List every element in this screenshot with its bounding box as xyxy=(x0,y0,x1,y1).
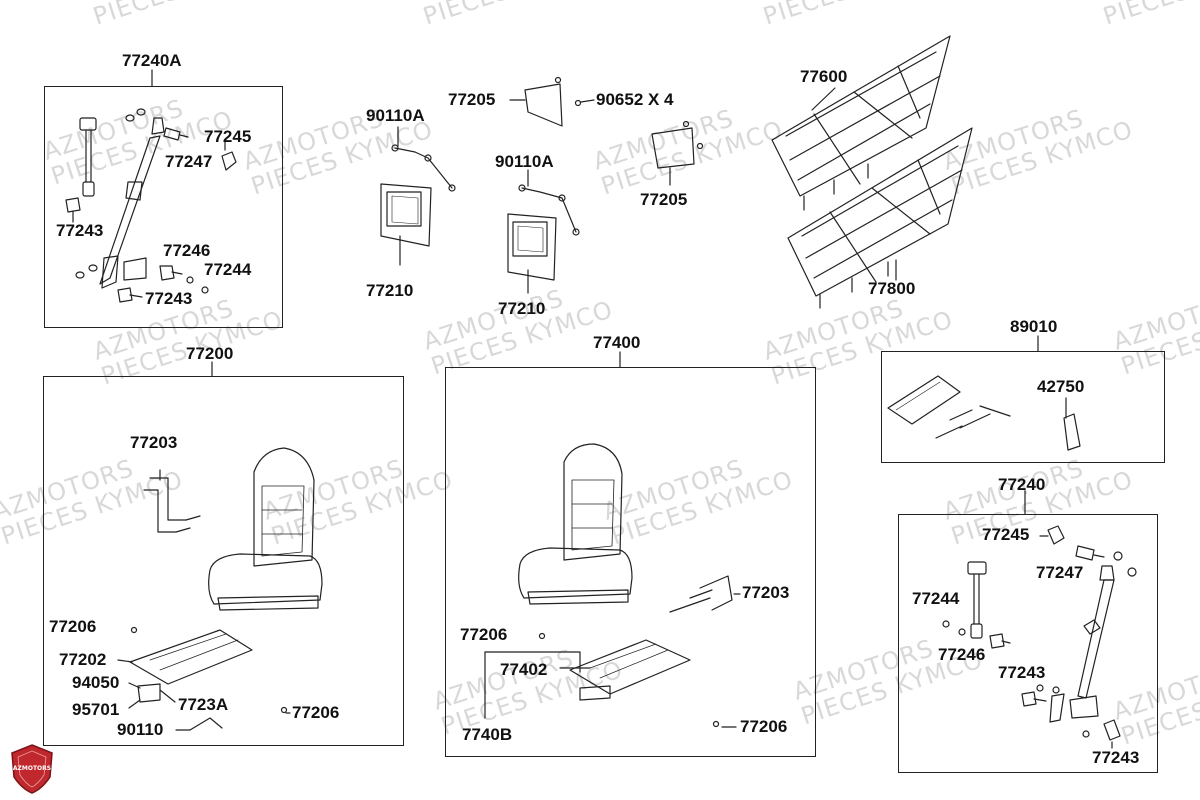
part-label: 77206 xyxy=(460,625,508,644)
seat-drawing-77400 xyxy=(484,443,741,728)
group-label-77400: 77400 xyxy=(593,333,641,352)
door-net-77800 xyxy=(787,127,973,309)
part-label: 90110A xyxy=(495,152,554,171)
group-box-77400 xyxy=(445,367,816,757)
group-label-77240A: 77240A xyxy=(122,51,182,70)
part-label: 77800 xyxy=(868,279,916,298)
part-label: 90652 X 4 xyxy=(596,90,674,109)
part-label: 94050 xyxy=(72,673,120,692)
group-box-89010 xyxy=(881,351,1165,463)
part-label: 77205 xyxy=(448,90,496,109)
part-label: 77244 xyxy=(912,589,960,608)
part-label: 77203 xyxy=(742,583,790,602)
part-label: 7740B xyxy=(462,725,513,744)
seat-belt-assembly-77240A xyxy=(65,108,237,303)
part-label: 77243 xyxy=(1092,748,1140,767)
tool-kit-drawing xyxy=(887,375,1081,451)
part-label: 90110 xyxy=(117,720,164,739)
group-box-77240 xyxy=(898,514,1158,773)
group-label-77240: 77240 xyxy=(998,475,1046,494)
group-box-77200 xyxy=(43,376,404,746)
part-label: 7723A xyxy=(178,695,229,714)
part-label: 77246 xyxy=(163,241,211,260)
part-label: 77600 xyxy=(800,67,848,86)
part-label: 77247 xyxy=(1036,563,1084,582)
part-label: 77244 xyxy=(204,260,252,279)
part-label: 95701 xyxy=(72,700,120,719)
part-label: 77205 xyxy=(640,190,688,209)
part-label: 77402 xyxy=(500,660,548,679)
part-label: 77246 xyxy=(938,645,986,664)
door-net-77600 xyxy=(771,35,951,211)
part-label: 77202 xyxy=(59,650,107,669)
part-label: 77245 xyxy=(982,525,1030,544)
part-label: 77206 xyxy=(292,703,340,722)
logo-text: AZMOTORS xyxy=(12,765,52,772)
part-label: 77210 xyxy=(366,281,414,300)
part-label: 77247 xyxy=(165,152,213,171)
part-label: 77203 xyxy=(130,433,178,452)
part-label: 77243 xyxy=(998,663,1046,682)
azmotors-logo: AZMOTORS xyxy=(10,743,54,795)
headrest-group xyxy=(380,76,704,294)
group-box-77240A xyxy=(44,86,283,328)
seat-belt-assembly-77240 xyxy=(942,525,1137,749)
part-label: 42750 xyxy=(1037,377,1085,396)
seat-drawing-77200 xyxy=(117,447,323,731)
part-label: 77206 xyxy=(49,617,97,636)
part-label: 77210 xyxy=(498,299,546,318)
group-label-89010: 89010 xyxy=(1010,317,1058,336)
part-label: 77243 xyxy=(145,289,193,308)
group-label-77200: 77200 xyxy=(186,344,234,363)
part-label: 90110A xyxy=(366,106,425,125)
part-label: 77245 xyxy=(204,127,252,146)
part-label: 77206 xyxy=(740,717,788,736)
part-label: 77243 xyxy=(56,221,104,240)
